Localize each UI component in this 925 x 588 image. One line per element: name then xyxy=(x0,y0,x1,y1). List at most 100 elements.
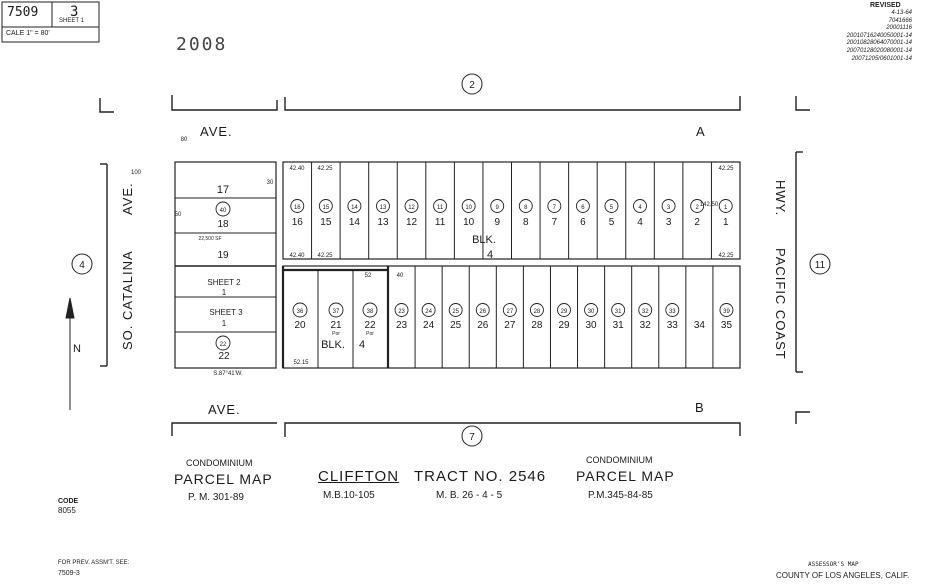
parcel-circle xyxy=(490,199,505,213)
lot-number: 9 xyxy=(494,217,500,228)
parcel-circle-22 xyxy=(215,335,231,351)
parcel-number: 26 xyxy=(479,309,486,315)
parcel-circle xyxy=(529,303,544,317)
tract-name: TRACT NO. 2546 xyxy=(414,468,547,485)
sheet-ref-circle-right xyxy=(809,253,831,275)
condo1-title: CONDOMINIUM xyxy=(186,458,253,468)
dim-frontage-52: 52 xyxy=(365,273,372,279)
revision-line: 20001116 xyxy=(886,25,912,32)
lot-number: 15 xyxy=(320,217,332,228)
lot-number: 8 xyxy=(523,217,529,228)
lot-number: 29 xyxy=(558,320,570,331)
condo2-ref: P.M.345-84-85 xyxy=(588,490,653,501)
parcel-number: 32 xyxy=(642,309,649,315)
parcel-circle xyxy=(718,199,733,213)
revision-line: 20010716240050001-14 xyxy=(846,32,912,39)
bearing-bottom: S.87°41'W. xyxy=(213,371,243,377)
sheet-ref-top[interactable]: 2 xyxy=(469,80,475,91)
lot-number: 26 xyxy=(477,320,489,331)
assessor-label: ASSESSOR'S MAP xyxy=(808,561,859,568)
parcel-number: 2 xyxy=(695,205,699,211)
dim-top-right: 42.25 xyxy=(718,166,734,172)
parcel-22: 22 xyxy=(220,342,227,348)
lot-21: 21 xyxy=(330,320,342,331)
parcel-number: 9 xyxy=(496,205,500,211)
lot-number: 10 xyxy=(463,217,475,228)
sheet-ref-right[interactable]: 11 xyxy=(815,260,826,271)
revision-list: 4-13-64 7041666 20001116 200107162400500… xyxy=(800,10,912,63)
blk-top-num: 4 xyxy=(487,249,493,261)
parcel-number: 27 xyxy=(507,309,514,315)
sheet-ref-circle-left xyxy=(71,253,93,275)
parcel-number: 5 xyxy=(610,205,614,211)
lot-22b: 22 xyxy=(364,320,376,331)
parcel-number: 33 xyxy=(669,309,676,315)
condo2-name: PARCEL MAP xyxy=(576,468,675,484)
lot-number: 5 xyxy=(609,217,615,228)
parcel-number: 24 xyxy=(425,309,432,315)
parcel-circle xyxy=(604,199,619,213)
dim-bottom-mid: 42.25 xyxy=(317,253,333,259)
parcel-circle xyxy=(638,303,653,317)
map-page-number: 3 xyxy=(70,4,79,20)
sheet-ref-circle-top xyxy=(461,73,483,95)
so-catalina-label: SO. CATALINA xyxy=(120,250,135,350)
lot-number: 3 xyxy=(666,217,672,228)
parcel-circle xyxy=(461,199,476,213)
dim-lot-depth: 142.50 xyxy=(700,202,719,208)
parcel-circle xyxy=(347,199,362,213)
lot-19: 19 xyxy=(217,250,229,261)
parcel-circle-37 xyxy=(328,302,344,318)
parcel-circle xyxy=(404,199,419,213)
parcel-circle xyxy=(290,199,305,213)
parcel-circle xyxy=(448,303,463,317)
prev-assessment-value: 7509-3 xyxy=(58,570,80,577)
lot-number: 13 xyxy=(377,217,389,228)
parcel-circle xyxy=(518,199,533,213)
pacific-coast-label: PACIFIC COAST xyxy=(773,248,788,360)
code-label: CODE xyxy=(58,498,79,505)
lot-number: 23 xyxy=(396,320,408,331)
parcel-circle xyxy=(547,199,562,213)
sheet-ref-bottom[interactable]: 7 xyxy=(469,432,475,443)
parcel-circle xyxy=(633,199,647,213)
ave-a-left-label: AVE. xyxy=(200,124,233,139)
parcel-circle xyxy=(584,303,599,317)
sheet-2-num: 1 xyxy=(222,288,227,297)
lot-number: 32 xyxy=(640,320,652,331)
dim-top-mid: 42.25 xyxy=(317,166,333,172)
north-arrow-icon: N xyxy=(73,343,81,355)
cliffton-name: CLIFFTON xyxy=(318,468,400,485)
dim-top-left: 42.40 xyxy=(289,166,305,172)
lot-number: 14 xyxy=(349,217,361,228)
blk-top-label: BLK. xyxy=(472,234,496,246)
sheet-label: SHEET 1 xyxy=(59,18,84,24)
parcel-circle xyxy=(376,199,390,213)
parcel-circle-36 xyxy=(292,302,308,318)
lot-number: 30 xyxy=(586,320,598,331)
revision-line: 7041666 xyxy=(888,17,912,24)
cliffton-ref: M.B.10-105 xyxy=(323,490,375,501)
parcel-38: 38 xyxy=(367,309,374,315)
lot-number: 6 xyxy=(580,217,586,228)
ave-a-right-label: A xyxy=(696,124,706,139)
parcel-number: 28 xyxy=(534,309,541,315)
parcel-circle xyxy=(475,303,490,317)
revision-line: 20010828064070001-14 xyxy=(846,40,912,47)
parcel-number: 23 xyxy=(398,309,405,315)
lot-17: 17 xyxy=(217,184,229,196)
parcel-number: 15 xyxy=(323,205,330,211)
parcel-circle-38 xyxy=(362,302,378,318)
lot-number: 24 xyxy=(423,320,435,331)
lot-number: 25 xyxy=(450,320,462,331)
dim-corner-30: 30 xyxy=(267,180,274,186)
map-scale: CALE 1" = 80' xyxy=(6,30,50,37)
dim-bottom-left: 42.40 xyxy=(289,253,305,259)
sheet-ref-left[interactable]: 4 xyxy=(79,260,85,271)
parcel-number: 12 xyxy=(408,205,415,211)
parcel-number: 8 xyxy=(524,205,528,211)
parcel-circle xyxy=(665,303,680,317)
parcel-number: 13 xyxy=(380,205,387,211)
lot-number: 4 xyxy=(637,217,643,228)
parcel-number: 14 xyxy=(351,205,358,211)
